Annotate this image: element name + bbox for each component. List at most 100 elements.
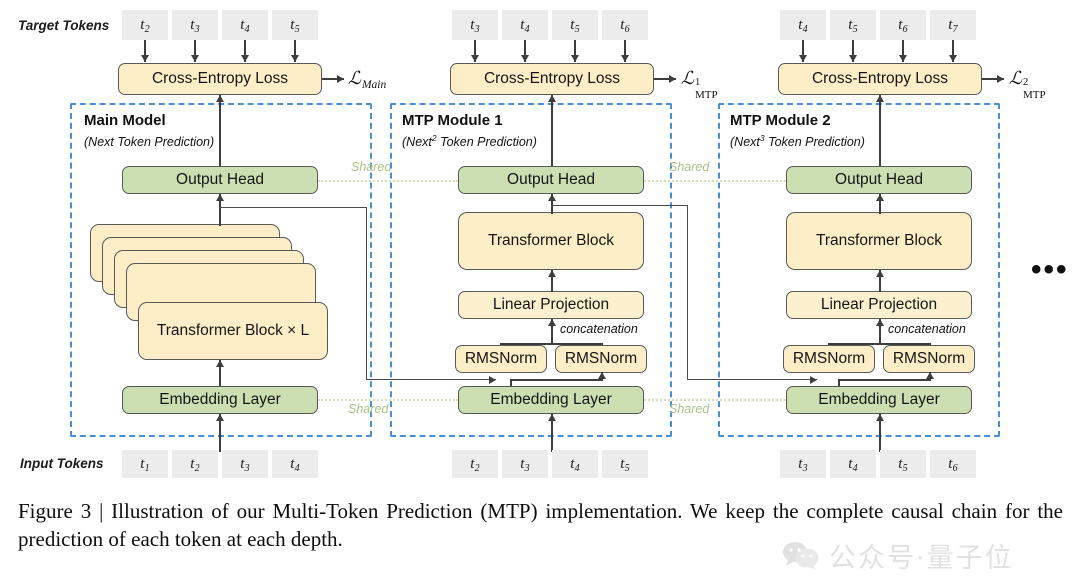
target-token-chip: t2 xyxy=(122,10,168,40)
embedding-to-transformer-arrow xyxy=(219,360,221,388)
transformer-block-label: Transformer Block × L xyxy=(156,322,310,339)
output-head-to-loss-line xyxy=(219,95,221,169)
embedding-layer-label: Embedding Layer xyxy=(818,391,940,408)
rmsnorm-left-label: RMSNorm xyxy=(792,350,866,367)
input-token-chip: t5 xyxy=(880,450,926,478)
output-head-to-loss-line xyxy=(879,95,881,169)
embedding-layer-box: Embedding Layer xyxy=(458,386,644,414)
input-token-chip: t2 xyxy=(172,450,218,478)
cross-entropy-loss-label: Cross-Entropy Loss xyxy=(811,70,949,87)
embedding-to-rmsnorm-right-arrow xyxy=(601,372,603,381)
mtp-module-1-title: MTP Module 1 xyxy=(402,112,503,129)
loss-output-arrow xyxy=(322,78,344,80)
loss-symbol-superscript: 1 xyxy=(694,77,701,88)
main-to-mtp1-h-bottom xyxy=(366,379,496,381)
input-tokens-label-text: Input Tokens xyxy=(20,455,104,471)
embedding-branch-horizontal xyxy=(510,379,602,381)
transformer-block-box: Transformer Block xyxy=(458,212,644,270)
embedding-branch-vertical xyxy=(838,379,840,387)
main-model-title: Main Model xyxy=(84,112,166,129)
input-token-chip: t4 xyxy=(552,450,598,478)
input-token-chip: t4 xyxy=(830,450,876,478)
input-token-chip: t4 xyxy=(272,450,318,478)
cross-entropy-loss-label: Cross-Entropy Loss xyxy=(151,70,289,87)
loss-symbol-glyph: ℒ xyxy=(348,68,361,88)
watermark-text: 公众号·量子位 xyxy=(829,543,1014,574)
target-token-chip: t3 xyxy=(452,10,498,40)
shared-output-head-dotted-line xyxy=(318,180,458,182)
input-tokens-row-label: Input Tokens xyxy=(20,452,104,474)
linear-projection-box: Linear Projection xyxy=(786,291,972,319)
loss-output-arrow xyxy=(654,78,676,80)
rmsnorm-right-label: RMSNorm xyxy=(892,350,966,367)
linear-projection-box: Linear Projection xyxy=(458,291,644,319)
input-token-chip: t2 xyxy=(452,450,498,478)
embedding-layer-box: Embedding Layer xyxy=(122,386,318,414)
linear-projection-label: Linear Projection xyxy=(492,296,610,313)
target-tokens-row-label: Target Tokens xyxy=(18,14,109,36)
target-token-chip: t5 xyxy=(272,10,318,40)
transformer-block-label: Transformer Block xyxy=(487,232,615,249)
shared-label-embedding-left: Shared xyxy=(348,402,389,416)
main-to-mtp1-vertical xyxy=(366,207,368,380)
shared-embedding-dotted-line xyxy=(644,399,790,401)
rmsnorm-right-box: RMSNorm xyxy=(883,345,975,373)
mtp-module-1-frame xyxy=(390,103,672,437)
target-token-chip: t3 xyxy=(172,10,218,40)
figure-caption-text: Figure 3 | Illustration of our Multi-Tok… xyxy=(18,499,1063,552)
mtp-module-1-subtitle: (Next2 Token Prediction) xyxy=(402,133,537,150)
transformer-block-box: Transformer Block × L xyxy=(138,302,328,360)
shared-label-output-head-left: Shared xyxy=(351,160,392,174)
shared-embedding-dotted-line xyxy=(318,399,458,401)
loss-symbol-subscript: MTP xyxy=(1022,88,1046,101)
rmsnorm-right-box: RMSNorm xyxy=(555,345,647,373)
target-token-chip: t7 xyxy=(930,10,976,40)
target-token-chip: t4 xyxy=(502,10,548,40)
linear-projection-label: Linear Projection xyxy=(820,296,938,313)
shared-label-embedding-right: Shared xyxy=(669,402,710,416)
mtp1-to-mtp2-vertical xyxy=(687,205,689,380)
concat-to-linear-arrow xyxy=(879,319,881,343)
rmsnorm-left-label: RMSNorm xyxy=(464,350,538,367)
input-token-chip: t6 xyxy=(930,450,976,478)
main-model-subtitle: (Next Token Prediction) xyxy=(84,135,215,150)
cross-entropy-loss-box: Cross-Entropy Loss xyxy=(450,63,654,95)
token-to-loss-arrow xyxy=(902,40,904,62)
cross-entropy-loss-box: Cross-Entropy Loss xyxy=(778,63,982,95)
loss-output-arrow xyxy=(982,78,1004,80)
input-token-chip: t5 xyxy=(602,450,648,478)
embedding-layer-label: Embedding Layer xyxy=(159,391,281,408)
target-token-chip: t6 xyxy=(602,10,648,40)
concat-bridge xyxy=(500,343,602,345)
figure-caption: Figure 3 | Illustration of our Multi-Tok… xyxy=(18,497,1063,554)
cross-entropy-loss-label: Cross-Entropy Loss xyxy=(483,70,621,87)
target-token-chip: t4 xyxy=(222,10,268,40)
linear-to-transformer-arrow xyxy=(879,270,881,292)
token-to-loss-arrow xyxy=(952,40,954,62)
target-token-chip: t5 xyxy=(552,10,598,40)
target-token-chip: t4 xyxy=(780,10,826,40)
shared-output-head-dotted-line xyxy=(644,180,790,182)
input-token-chip: t1 xyxy=(122,450,168,478)
transformer-to-output-head-arrow xyxy=(551,194,553,214)
embedding-branch-vertical xyxy=(510,379,512,387)
output-head-box: Output Head xyxy=(458,166,644,194)
transformer-block-label: Transformer Block xyxy=(815,232,943,249)
loss-symbol-subscript: MTP xyxy=(694,88,718,101)
shared-label-output-head-right: Shared xyxy=(669,160,710,174)
input-to-embedding-arrow xyxy=(219,414,221,452)
token-to-loss-arrow xyxy=(574,40,576,62)
input-token-chip: t3 xyxy=(502,450,548,478)
token-to-loss-arrow xyxy=(144,40,146,62)
mtp-module-2-frame xyxy=(718,103,1000,437)
target-token-chip: t6 xyxy=(880,10,926,40)
output-head-to-loss-line xyxy=(551,95,553,169)
output-head-label: Output Head xyxy=(507,171,595,188)
transformer-block-box: Transformer Block xyxy=(786,212,972,270)
mtp-module-2-subtitle: (Next3 Token Prediction) xyxy=(730,133,865,150)
transformer-to-output-head-line xyxy=(219,194,221,226)
token-to-loss-arrow xyxy=(852,40,854,62)
